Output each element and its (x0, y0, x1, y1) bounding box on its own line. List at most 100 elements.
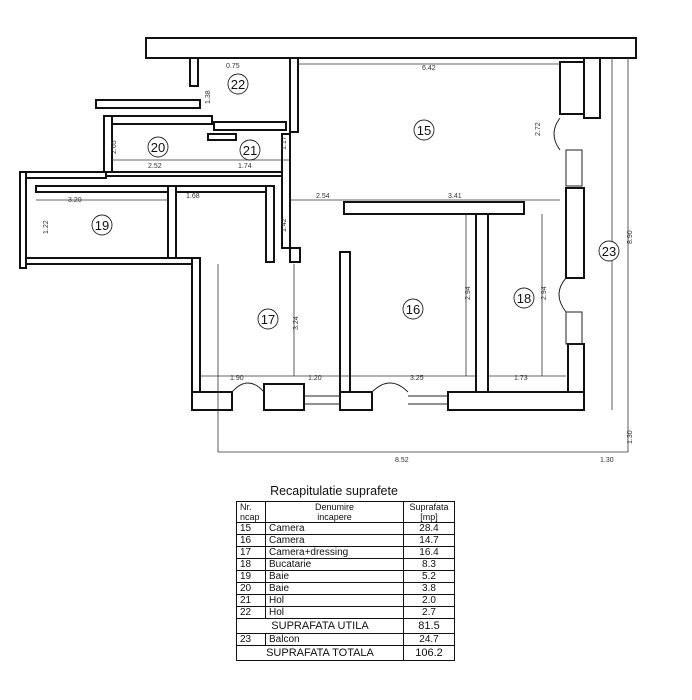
summary-cell-nr: 17 (236, 546, 266, 559)
room-15: 15 (413, 119, 435, 141)
wall-21-left (95, 99, 201, 109)
door-arc-balcony-2 (558, 277, 567, 313)
wall-20-21-sep (207, 133, 237, 141)
room-18: 18 (513, 287, 535, 309)
summary-balcon-row: 23 Balcon 24.7 (236, 633, 455, 646)
window-bottom-1 (304, 395, 340, 405)
room-19: 19 (91, 214, 113, 236)
util-value: 81.5 (403, 618, 455, 634)
summary-cell-nr: 18 (236, 558, 266, 571)
header-nr: Nr. ncap (236, 501, 266, 523)
room-20: 20 (147, 136, 169, 158)
dim-label: 3.25 (410, 375, 424, 382)
dim-label: 2.54 (316, 193, 330, 200)
wall-17-right-upper (265, 185, 275, 263)
wall-16-left (339, 251, 351, 393)
room-19-label: 19 (95, 218, 109, 233)
summary-cell-nr: 16 (236, 534, 266, 547)
dim-label: 2.94 (541, 286, 548, 300)
dim-label: 1.20 (308, 375, 322, 382)
dim-label: 3.41 (448, 193, 462, 200)
summary-cell-area: 2.0 (403, 594, 455, 607)
util-label: SUPRAFATA UTILA (236, 618, 404, 634)
wall-19-top (19, 171, 107, 179)
wall-corridor-top (105, 171, 291, 177)
summary-total-row: SUPRAFATA TOTALA 106.2 (236, 645, 455, 661)
balcony-post-mid (565, 187, 585, 279)
dim-label: 1.30 (627, 430, 634, 444)
header-name-text: Denumire incapere (314, 502, 354, 522)
room-20-label: 20 (151, 140, 165, 155)
header-area-text: Suprafata [mp] (409, 502, 449, 522)
wall-19-left (19, 171, 27, 269)
total-value: 106.2 (403, 645, 455, 661)
room-17: 17 (257, 308, 279, 330)
room-15-label: 15 (417, 123, 431, 138)
summary-cell-area: 2.7 (403, 606, 455, 619)
wall-top (145, 37, 637, 59)
summary-cell-name: Hol (265, 606, 404, 619)
window-bottom-2 (408, 395, 448, 405)
dim-label: 1.38 (205, 90, 212, 104)
summary-cell-name: Bucatarie (265, 558, 404, 571)
balcon-name: Balcon (265, 633, 404, 646)
dim-label: 2.72 (535, 122, 542, 136)
dim-label: 3.24 (293, 316, 300, 330)
dim-label: 1.30 (600, 457, 614, 464)
dim-label: 6.42 (422, 65, 436, 72)
window-post-top (565, 149, 583, 187)
summary-cell-area: 5.2 (403, 570, 455, 583)
summary-cell-area: 16.4 (403, 546, 455, 559)
wall-17-left (191, 257, 201, 393)
wall-bottom-4 (447, 391, 585, 411)
room-17-label: 17 (261, 312, 275, 327)
summary-cell-name: Camera (265, 522, 404, 535)
dim-label: 3.20 (68, 197, 82, 204)
dim-label: 8.90 (627, 230, 634, 244)
balcon-nr: 23 (236, 633, 266, 646)
room-21-label: 21 (243, 143, 257, 158)
wall-20-top (111, 115, 213, 125)
summary-cell-nr: 21 (236, 594, 266, 607)
dim-label: 1.73 (514, 375, 528, 382)
room-23: 23 (598, 240, 620, 262)
wall-corridor-v2 (289, 247, 301, 263)
dim-label: 8.52 (395, 457, 409, 464)
dim-label: 1.17 (281, 136, 288, 150)
summary-util-row: SUPRAFATA UTILA 81.5 (236, 618, 455, 634)
dim-label: 1.74 (238, 163, 252, 170)
room-22: 22 (227, 73, 249, 95)
summary-cell-name: Baie (265, 582, 404, 595)
header-area: Suprafata [mp] (403, 501, 455, 523)
balcony-post-top (559, 61, 585, 115)
summary-header-row: Nr. ncap Denumire incapere Suprafata [mp… (236, 501, 455, 523)
summary-cell-name: Baie (265, 570, 404, 583)
wall-bottom-2 (263, 383, 305, 411)
summary-cell-area: 8.3 (403, 558, 455, 571)
dim-label: 1.42 (281, 218, 288, 232)
wall-bottom-1 (191, 391, 233, 411)
dim-label: 0.75 (226, 63, 240, 70)
summary-cell-nr: 15 (236, 522, 266, 535)
total-label: SUPRAFATA TOTALA (236, 645, 404, 661)
wall-22-left (189, 57, 199, 87)
room-22-label: 22 (231, 77, 245, 92)
summary-cell-name: Hol (265, 594, 404, 607)
summary-table: Nr. ncap Denumire incapere Suprafata [mp… (236, 501, 455, 661)
room-23-label: 23 (602, 244, 616, 259)
door-arc-2 (371, 382, 409, 393)
dim-label: 1.90 (230, 375, 244, 382)
wall-16-right (475, 213, 489, 393)
wall-15-left (289, 57, 299, 133)
window-post-bottom (565, 311, 583, 345)
wall-19-outer (35, 185, 169, 193)
wall-22-bottom (213, 121, 287, 131)
summary-cell-area: 28.4 (403, 522, 455, 535)
